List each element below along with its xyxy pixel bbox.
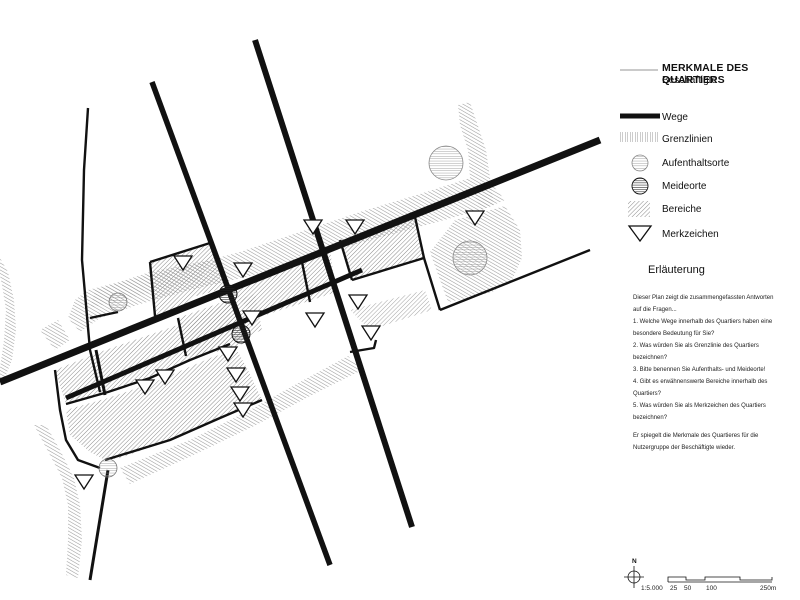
landmark-triangle-15 [232, 402, 254, 419]
landmark-triangle-6 [347, 294, 369, 311]
landmark-triangle-13 [134, 379, 156, 396]
landmark-triangle-12 [225, 367, 247, 384]
avoid-place-2 [231, 324, 251, 344]
boundary-south-band [120, 356, 362, 484]
north-label: N [632, 558, 637, 565]
landmarks [73, 210, 486, 491]
legend-subtitle: Beschäftigte [662, 75, 718, 86]
landmark-triangle-9 [360, 325, 382, 342]
street-west-loop [53, 369, 101, 470]
street-east-cross [351, 256, 425, 282]
landmark-triangle-3 [464, 210, 486, 227]
area-southwest [66, 352, 262, 460]
legend-item-merkzeichen: Merkzeichen [620, 225, 800, 247]
legend-label-aufenthaltsorte: Aufenthaltsorte [662, 158, 730, 169]
path-vertical-east [252, 39, 415, 528]
landmark-triangle-16 [73, 474, 95, 491]
avoid-place-1 [218, 284, 238, 304]
boundary-far-west [0, 258, 16, 385]
scale-tick-25: 25 [670, 585, 678, 592]
path-vertical-west [149, 81, 333, 566]
boundary-left-edge [40, 320, 70, 350]
scale-tick-250m: 250m [760, 585, 777, 592]
street-east [439, 248, 591, 312]
path-second-diagonal [65, 267, 363, 401]
path-south-spur [88, 469, 110, 581]
path-west-link [94, 349, 107, 396]
legend-meideorte-symbol [631, 177, 649, 195]
legend-label-bereiche: Bereiche [662, 204, 702, 215]
stay-place-northeast [428, 145, 464, 181]
area-middle [228, 262, 312, 318]
landmark-triangle-2 [344, 219, 366, 236]
legend-bereiche-symbol [628, 201, 650, 217]
explanation-title: Erläuterung [648, 264, 705, 276]
legend-label-grenzlinien: Grenzlinien [662, 134, 713, 145]
explanation-question-2: 2. Was würden Sie als Grenzlinie des Qua… [633, 343, 759, 361]
stay-places [98, 145, 488, 478]
street-west-stub [89, 310, 119, 320]
legend-title: MERKMALE DES QUARTIERS [662, 62, 749, 86]
street-far-west [80, 107, 102, 393]
legend-item-meideorte: Meideorte [620, 177, 800, 199]
boundary-west-band [34, 425, 82, 578]
street-block-d [65, 342, 231, 406]
legend-aufenthaltsorte-symbol [631, 154, 649, 172]
landmark-triangle-5 [232, 262, 254, 279]
explanation-question-1: 1. Welche Wege innerhalb des Quartiers h… [633, 319, 773, 337]
landmark-triangle-14 [229, 386, 251, 403]
explanation-summary: Er spiegelt die Merkmale des Quartieres … [633, 433, 759, 451]
main-paths [0, 39, 602, 581]
legend-item-grenzlinien: Grenzlinien [620, 130, 800, 152]
explanation-intro: Dieser Plan zeigt die zusammengefassten … [633, 295, 774, 313]
scale-tick-100: 100 [706, 585, 717, 592]
legend-grenzlinien-symbol [620, 132, 660, 142]
avoid-places [218, 284, 251, 344]
thin-streets [53, 107, 591, 470]
stay-place-south [98, 458, 118, 478]
landmark-triangle-10 [217, 346, 239, 363]
landmark-triangle-4 [172, 255, 194, 272]
scale-tick-50: 50 [684, 585, 692, 592]
legend-item-wege: Wege [620, 108, 800, 130]
legend-label-meideorte: Meideorte [662, 181, 707, 192]
stay-place-west [108, 292, 128, 312]
explanation-text: Dieser Plan zeigt die zusammengefassten … [633, 292, 783, 454]
area-east-inner [350, 290, 432, 330]
scale-bar [667, 576, 773, 583]
street-block-b [148, 261, 157, 317]
north-arrow [624, 566, 644, 588]
stay-place-east [452, 240, 488, 276]
explanation-question-5: 5. Was würden Sie als Merkzeichen des Qu… [633, 403, 766, 421]
explanation-question-3: 3. Bitte benennen Sie Aufenthalts- und M… [633, 367, 766, 373]
path-main-diagonal [0, 136, 602, 386]
explanation-question-4: 4. Gibt es erwähnenswerte Bereiche inner… [633, 379, 768, 397]
landmark-triangle-7 [304, 312, 326, 329]
landmark-triangle-1 [302, 219, 324, 236]
legend-item-aufenthaltsorte: Aufenthaltsorte [620, 154, 800, 176]
landmark-triangle-11 [154, 369, 176, 386]
legend-label-wege: Wege [662, 112, 688, 123]
legend-merkzeichen-symbol [627, 225, 653, 243]
legend-symbols [620, 69, 660, 243]
legend-item-bereiche: Bereiche [620, 200, 800, 222]
scale-ratio: 1:5.000 [641, 585, 663, 592]
landmark-triangle-8 [241, 310, 263, 327]
street-block-c [176, 317, 188, 357]
legend-label-merkzeichen: Merkzeichen [662, 229, 719, 240]
